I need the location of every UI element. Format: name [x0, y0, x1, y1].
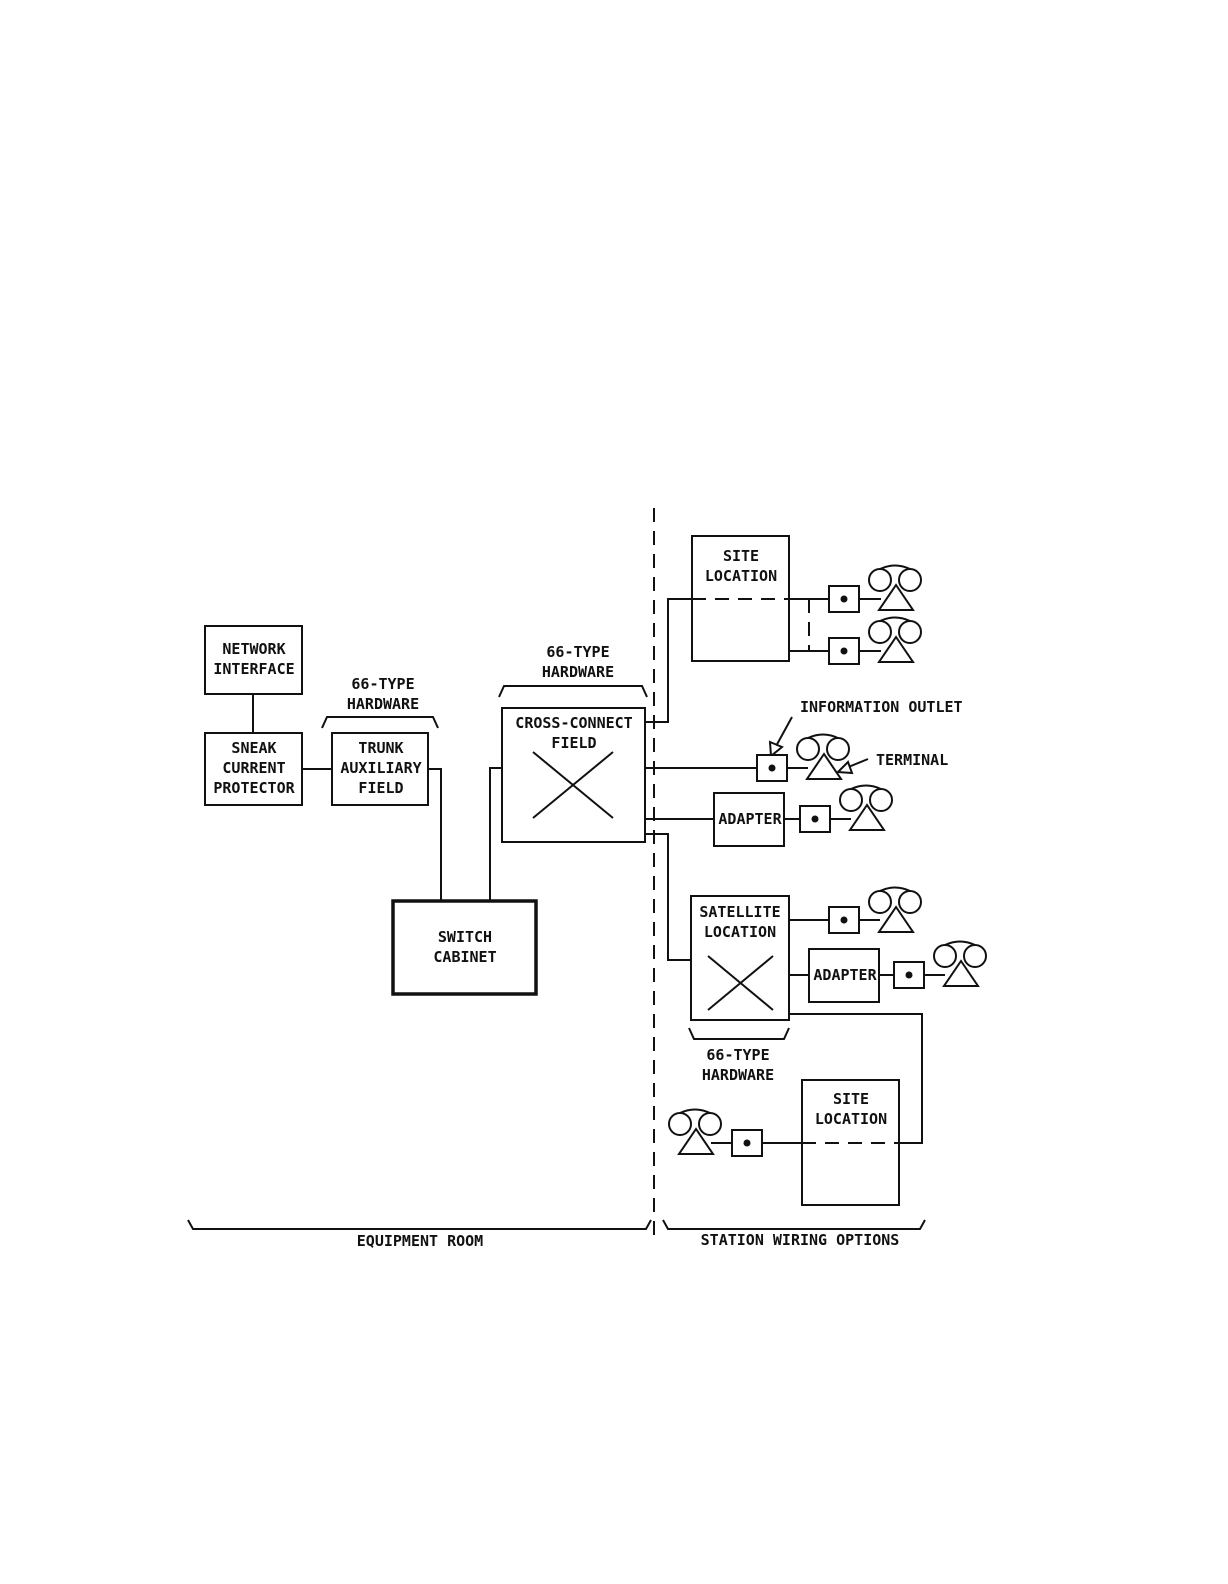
telephone-terminal-icon	[869, 618, 921, 663]
link-trunk-switch	[428, 769, 441, 901]
telephone-terminal-icon	[869, 566, 921, 611]
cross-connect-field-box: CROSS-CONNECT FIELD	[502, 708, 645, 842]
hardware-66-a-label-1: 66-TYPE	[351, 675, 414, 693]
satellite-location-box: SATELLITE LOCATION	[691, 896, 789, 1020]
trunk-auxiliary-field-box: TRUNK AUXILIARY FIELD	[332, 733, 428, 805]
information-outlet-icon	[800, 806, 830, 832]
site-top-label-2: LOCATION	[705, 567, 777, 585]
terminal-label: TERMINAL	[876, 751, 948, 769]
information-outlet-icon	[829, 586, 859, 612]
information-outlet-arrowhead	[770, 742, 782, 756]
hardware-66-b-bracket	[499, 686, 647, 697]
hardware-66-a-bracket	[322, 717, 438, 728]
adapter-1-box: ADAPTER	[714, 793, 784, 846]
hardware-66-a-label-2: HARDWARE	[347, 695, 419, 713]
information-outlet-pointer	[775, 717, 792, 748]
information-outlet-icon	[732, 1130, 762, 1156]
site-bottom-label-2: LOCATION	[815, 1110, 887, 1128]
information-outlet-icon	[829, 907, 859, 933]
protector-label-3: PROTECTOR	[213, 779, 295, 797]
trunk-label-1: TRUNK	[358, 739, 403, 757]
information-outlet-label: INFORMATION OUTLET	[800, 698, 963, 716]
network-interface-label-2: INTERFACE	[213, 660, 294, 678]
switch-cabinet-label-2: CABINET	[433, 948, 496, 966]
protector-label-1: SNEAK	[231, 739, 276, 757]
link-cc-site-top	[645, 599, 692, 722]
hardware-66-b-label-1: 66-TYPE	[546, 643, 609, 661]
trunk-label-3: FIELD	[358, 779, 403, 797]
information-outlet-icon	[757, 755, 787, 781]
telephone-terminal-icon	[869, 888, 921, 933]
link-cc-satellite	[645, 834, 691, 960]
satellite-label-2: LOCATION	[704, 923, 776, 941]
link-switch-crossconnect	[490, 768, 502, 901]
switch-cabinet-box: SWITCH CABINET	[393, 901, 536, 994]
hardware-66-c-label-1: 66-TYPE	[706, 1046, 769, 1064]
telephone-terminal-icon	[840, 786, 892, 831]
adapter-2-label: ADAPTER	[813, 966, 877, 984]
hardware-66-b-label-2: HARDWARE	[542, 663, 614, 681]
equipment-room-bracket	[188, 1220, 651, 1229]
cross-connect-label-1: CROSS-CONNECT	[515, 714, 632, 732]
sneak-current-protector-box: SNEAK CURRENT PROTECTOR	[205, 733, 302, 805]
station-wiring-options-label: STATION WIRING OPTIONS	[701, 1231, 900, 1249]
terminal-arrowhead	[838, 762, 852, 773]
cross-connect-label-2: FIELD	[551, 734, 596, 752]
hardware-66-c-bracket	[689, 1028, 789, 1039]
site-top-label-1: SITE	[723, 547, 759, 565]
satellite-label-1: SATELLITE	[699, 903, 780, 921]
network-interface-box: NETWORK INTERFACE	[205, 626, 302, 694]
site-location-bottom-box: SITE LOCATION	[802, 1080, 899, 1205]
station-wiring-bracket	[663, 1220, 925, 1229]
hardware-66-c-label-2: HARDWARE	[702, 1066, 774, 1084]
protector-label-2: CURRENT	[222, 759, 285, 777]
information-outlet-icon	[829, 638, 859, 664]
equipment-room-label: EQUIPMENT ROOM	[357, 1232, 483, 1250]
adapter-2-box: ADAPTER	[809, 949, 879, 1002]
site-location-top-box: SITE LOCATION	[692, 536, 789, 661]
telephone-terminal-icon	[934, 942, 986, 987]
trunk-label-2: AUXILIARY	[340, 759, 421, 777]
adapter-1-label: ADAPTER	[718, 810, 782, 828]
information-outlet-icon	[894, 962, 924, 988]
telephone-terminal-icon	[669, 1110, 721, 1155]
switch-cabinet-label-1: SWITCH	[438, 928, 492, 946]
site-bottom-label-1: SITE	[833, 1090, 869, 1108]
network-interface-label-1: NETWORK	[222, 640, 285, 658]
